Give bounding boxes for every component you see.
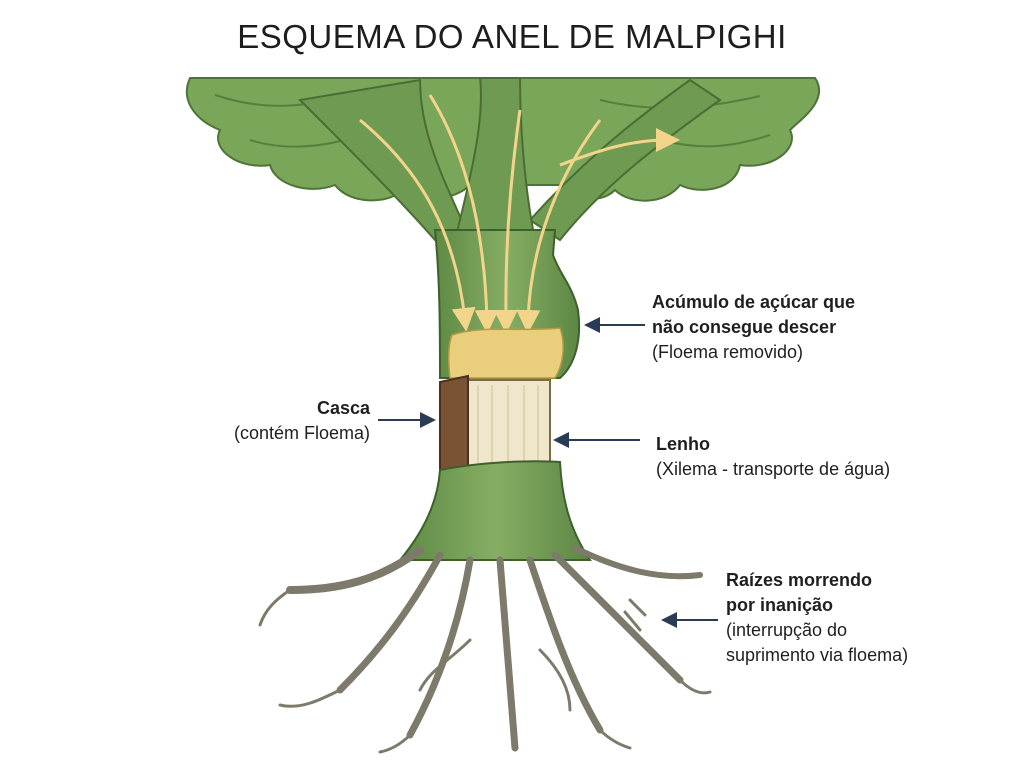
label-bark-line1: Casca xyxy=(316,398,370,418)
label-roots-line3: (interrupção do xyxy=(726,620,848,640)
label-roots-line1: Raízes morrendo xyxy=(726,570,873,590)
label-roots-line4: suprimento via floema) xyxy=(726,645,909,665)
label-accumulation-line1: Acúmulo de açúcar que xyxy=(652,292,856,312)
label-roots-line2: por inanição xyxy=(726,595,834,615)
label-accumulation: Acúmulo de açúcar que não consegue desce… xyxy=(652,290,855,365)
lower-trunk xyxy=(397,460,592,561)
sap-flow-arrows xyxy=(359,94,680,334)
label-wood: Lenho (Xilema - transporte de água) xyxy=(656,432,890,482)
label-bark-line2: (contém Floema) xyxy=(233,423,370,443)
label-bark: Casca (contém Floema) xyxy=(190,396,370,446)
label-wood-line1: Lenho xyxy=(656,434,710,454)
label-roots: Raízes morrendo por inanição (interrupçã… xyxy=(726,568,908,668)
roots xyxy=(258,545,712,754)
pointer-arrows xyxy=(378,317,718,628)
label-wood-line2: (Xilema - transporte de água) xyxy=(656,459,891,479)
bark-piece xyxy=(439,374,469,482)
label-accumulation-line2: não consegue descer xyxy=(652,317,837,337)
diagram-title: ESQUEMA DO ANEL DE MALPIGHI xyxy=(237,18,787,55)
label-accumulation-line3: (Floema removido) xyxy=(652,342,804,362)
sugar-accumulation xyxy=(447,327,564,379)
